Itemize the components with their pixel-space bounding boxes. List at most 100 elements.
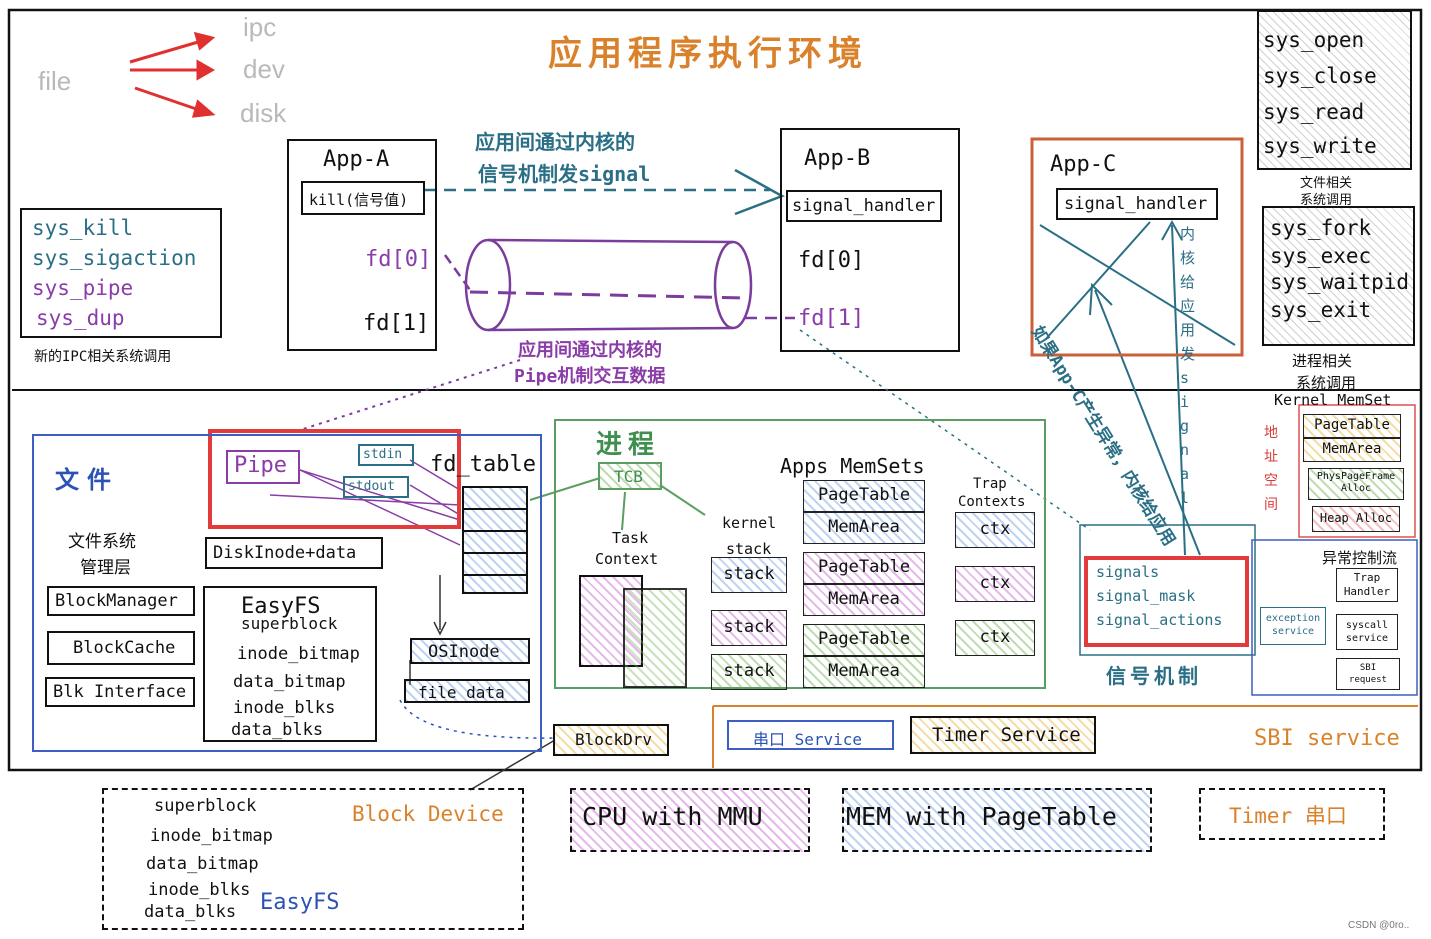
app-c-lines xyxy=(1039,219,1236,556)
kernel-memset-frame xyxy=(1298,404,1416,538)
process-syscalls-caption-2: 系统调用 xyxy=(1296,374,1357,392)
file-arrows xyxy=(409,575,447,685)
block-manager-box: BlockManager xyxy=(47,586,195,616)
fs-manager-label-2: 管理层 xyxy=(80,558,131,578)
syscall-close: sys_close xyxy=(1263,64,1377,88)
syscall-read: sys_read xyxy=(1263,100,1365,124)
cpu-box: CPU with MMU xyxy=(570,788,810,852)
file-syscalls-caption-2: 系统调用 xyxy=(1300,193,1353,208)
signal-frame xyxy=(1079,524,1256,656)
syscall-write: sys_write xyxy=(1263,134,1377,158)
syscall-exit: sys_exit xyxy=(1270,298,1372,322)
process-frame xyxy=(554,419,1046,689)
exception-service-label-2: service xyxy=(1271,626,1315,637)
legend-disk: disk xyxy=(240,98,287,128)
app-b-box: App-B signal_handler fd[0] fd[1] xyxy=(780,128,960,352)
stack-1: stack xyxy=(711,557,787,593)
app-a-box: App-A kill(信号值) fd[0] fd[1] xyxy=(287,139,437,351)
trap-handler-label-2: Handler xyxy=(1343,585,1391,598)
exc-frame xyxy=(1251,539,1418,696)
signal-actions-label: signal_actions xyxy=(1096,611,1223,629)
ctx-3: ctx xyxy=(955,620,1035,656)
file-data-box: file_data xyxy=(404,679,530,703)
page-title: 应用程序执行环境 xyxy=(548,34,868,74)
syscall-pipe: sys_pipe xyxy=(32,276,134,300)
pipe-note-2: Pipe机制交互数据 xyxy=(514,366,666,387)
kernel-stack-label-2: stack xyxy=(726,540,772,558)
pipe-note-1: 应用间通过内核的 xyxy=(518,340,662,361)
app-b-signal-handler: signal_handler xyxy=(786,190,942,222)
app-c-title: App-C xyxy=(1050,152,1117,177)
signals-highlight xyxy=(1084,556,1249,647)
app-b-title: App-B xyxy=(804,146,871,171)
pagetable-3: PageTable xyxy=(803,624,925,656)
watermark: CSDN @0ro.. xyxy=(1348,920,1410,931)
bd-data-blks: data_blks xyxy=(144,902,237,922)
signal-note-1: 应用间通过内核的 xyxy=(475,130,635,154)
stdin-box: stdin xyxy=(358,444,414,466)
stdout-box: stdout xyxy=(343,476,409,498)
sbi-service-label: SBI service xyxy=(1254,726,1400,751)
signal-arrow-head xyxy=(734,168,785,216)
timer-service-box: Timer Service xyxy=(910,716,1096,754)
trap-contexts-label: Trap xyxy=(973,476,1007,492)
pagetable-2: PageTable xyxy=(803,552,925,584)
phys-frame-label-2: Alloc xyxy=(1340,483,1372,494)
legend-dev: dev xyxy=(243,54,285,84)
uart-service-box: 串口 Service xyxy=(727,720,894,750)
easyfs-superblock: superblock xyxy=(241,614,338,633)
sbi-request-label: SBI xyxy=(1359,663,1377,673)
syscall-fork: sys_fork xyxy=(1270,216,1372,240)
task-context-label: Task xyxy=(612,529,649,547)
easyfs-inode-bitmap: inode_bitmap xyxy=(237,644,360,664)
osinode-box: OSInode xyxy=(410,638,530,664)
bd-superblock: superblock xyxy=(154,796,257,816)
ipc-syscalls-caption: 新的IPC相关系统调用 xyxy=(34,349,172,365)
app-a-title: App-A xyxy=(323,147,390,172)
pipe-box: Pipe xyxy=(226,450,300,484)
kernel-signal-note: 内核给应用发signal xyxy=(1180,225,1196,507)
app-b-fd0: fd[0] xyxy=(798,248,865,273)
ctx-1: ctx xyxy=(955,512,1035,548)
easyfs-box: EasyFS superblock inode_bitmap data_bitm… xyxy=(203,586,377,742)
syscall-service-box: syscall service xyxy=(1336,614,1398,650)
memarea-1: MemArea xyxy=(803,512,925,544)
app-c-signal-handler: signal_handler xyxy=(1056,188,1218,220)
addr-space-3: 空 xyxy=(1264,473,1278,489)
kill-call: kill(信号值) xyxy=(301,181,425,215)
blk-interface-box: Blk Interface xyxy=(45,677,195,707)
bd-inode-blks: inode_blks xyxy=(148,880,251,900)
file-syscalls-caption: 文件相关 xyxy=(1300,176,1353,191)
file-frame xyxy=(32,434,542,752)
signal-link xyxy=(799,329,1091,531)
app-a-fd1: fd[1] xyxy=(363,311,430,336)
phys-frame-alloc: PhysPageFrame Alloc xyxy=(1308,468,1404,500)
block-device-box: Block Device superblock inode_bitmap dat… xyxy=(102,788,524,930)
bd-easyfs-label: EasyFS xyxy=(260,890,340,915)
file-title: 文件 xyxy=(55,466,119,494)
kernel-stack-label: kernel xyxy=(722,514,777,532)
signals-label: signals xyxy=(1096,563,1160,581)
addr-space-4: 间 xyxy=(1264,497,1278,513)
memarea-2: MemArea xyxy=(803,584,925,616)
outer-frame xyxy=(7,8,1423,772)
signal-mechanism-label: 信号机制 xyxy=(1106,664,1202,688)
trap-handler-label: Trap xyxy=(1353,571,1381,584)
pipe-highlight xyxy=(208,429,461,529)
easyfs-data-bitmap: data_bitmap xyxy=(233,672,346,692)
fd-table-label: fd_table xyxy=(430,452,536,477)
stack-3: stack xyxy=(711,654,787,690)
pipe-link xyxy=(299,359,521,431)
easyfs-inode-blks: inode_blks xyxy=(233,698,336,718)
app-b-fd1: fd[1] xyxy=(798,306,865,331)
legend-arrows xyxy=(129,31,216,118)
legend-file: file xyxy=(38,66,72,96)
sbi-request-label-2: request xyxy=(1349,675,1387,685)
tcb-box: TCB xyxy=(598,462,662,490)
exc-flow-label: 异常控制流 xyxy=(1322,549,1398,567)
blockdrv-link xyxy=(399,699,556,739)
syscall-exec: sys_exec xyxy=(1270,244,1372,268)
app-a-fd0: fd[0] xyxy=(365,247,432,272)
memarea-3: MemArea xyxy=(803,656,925,688)
